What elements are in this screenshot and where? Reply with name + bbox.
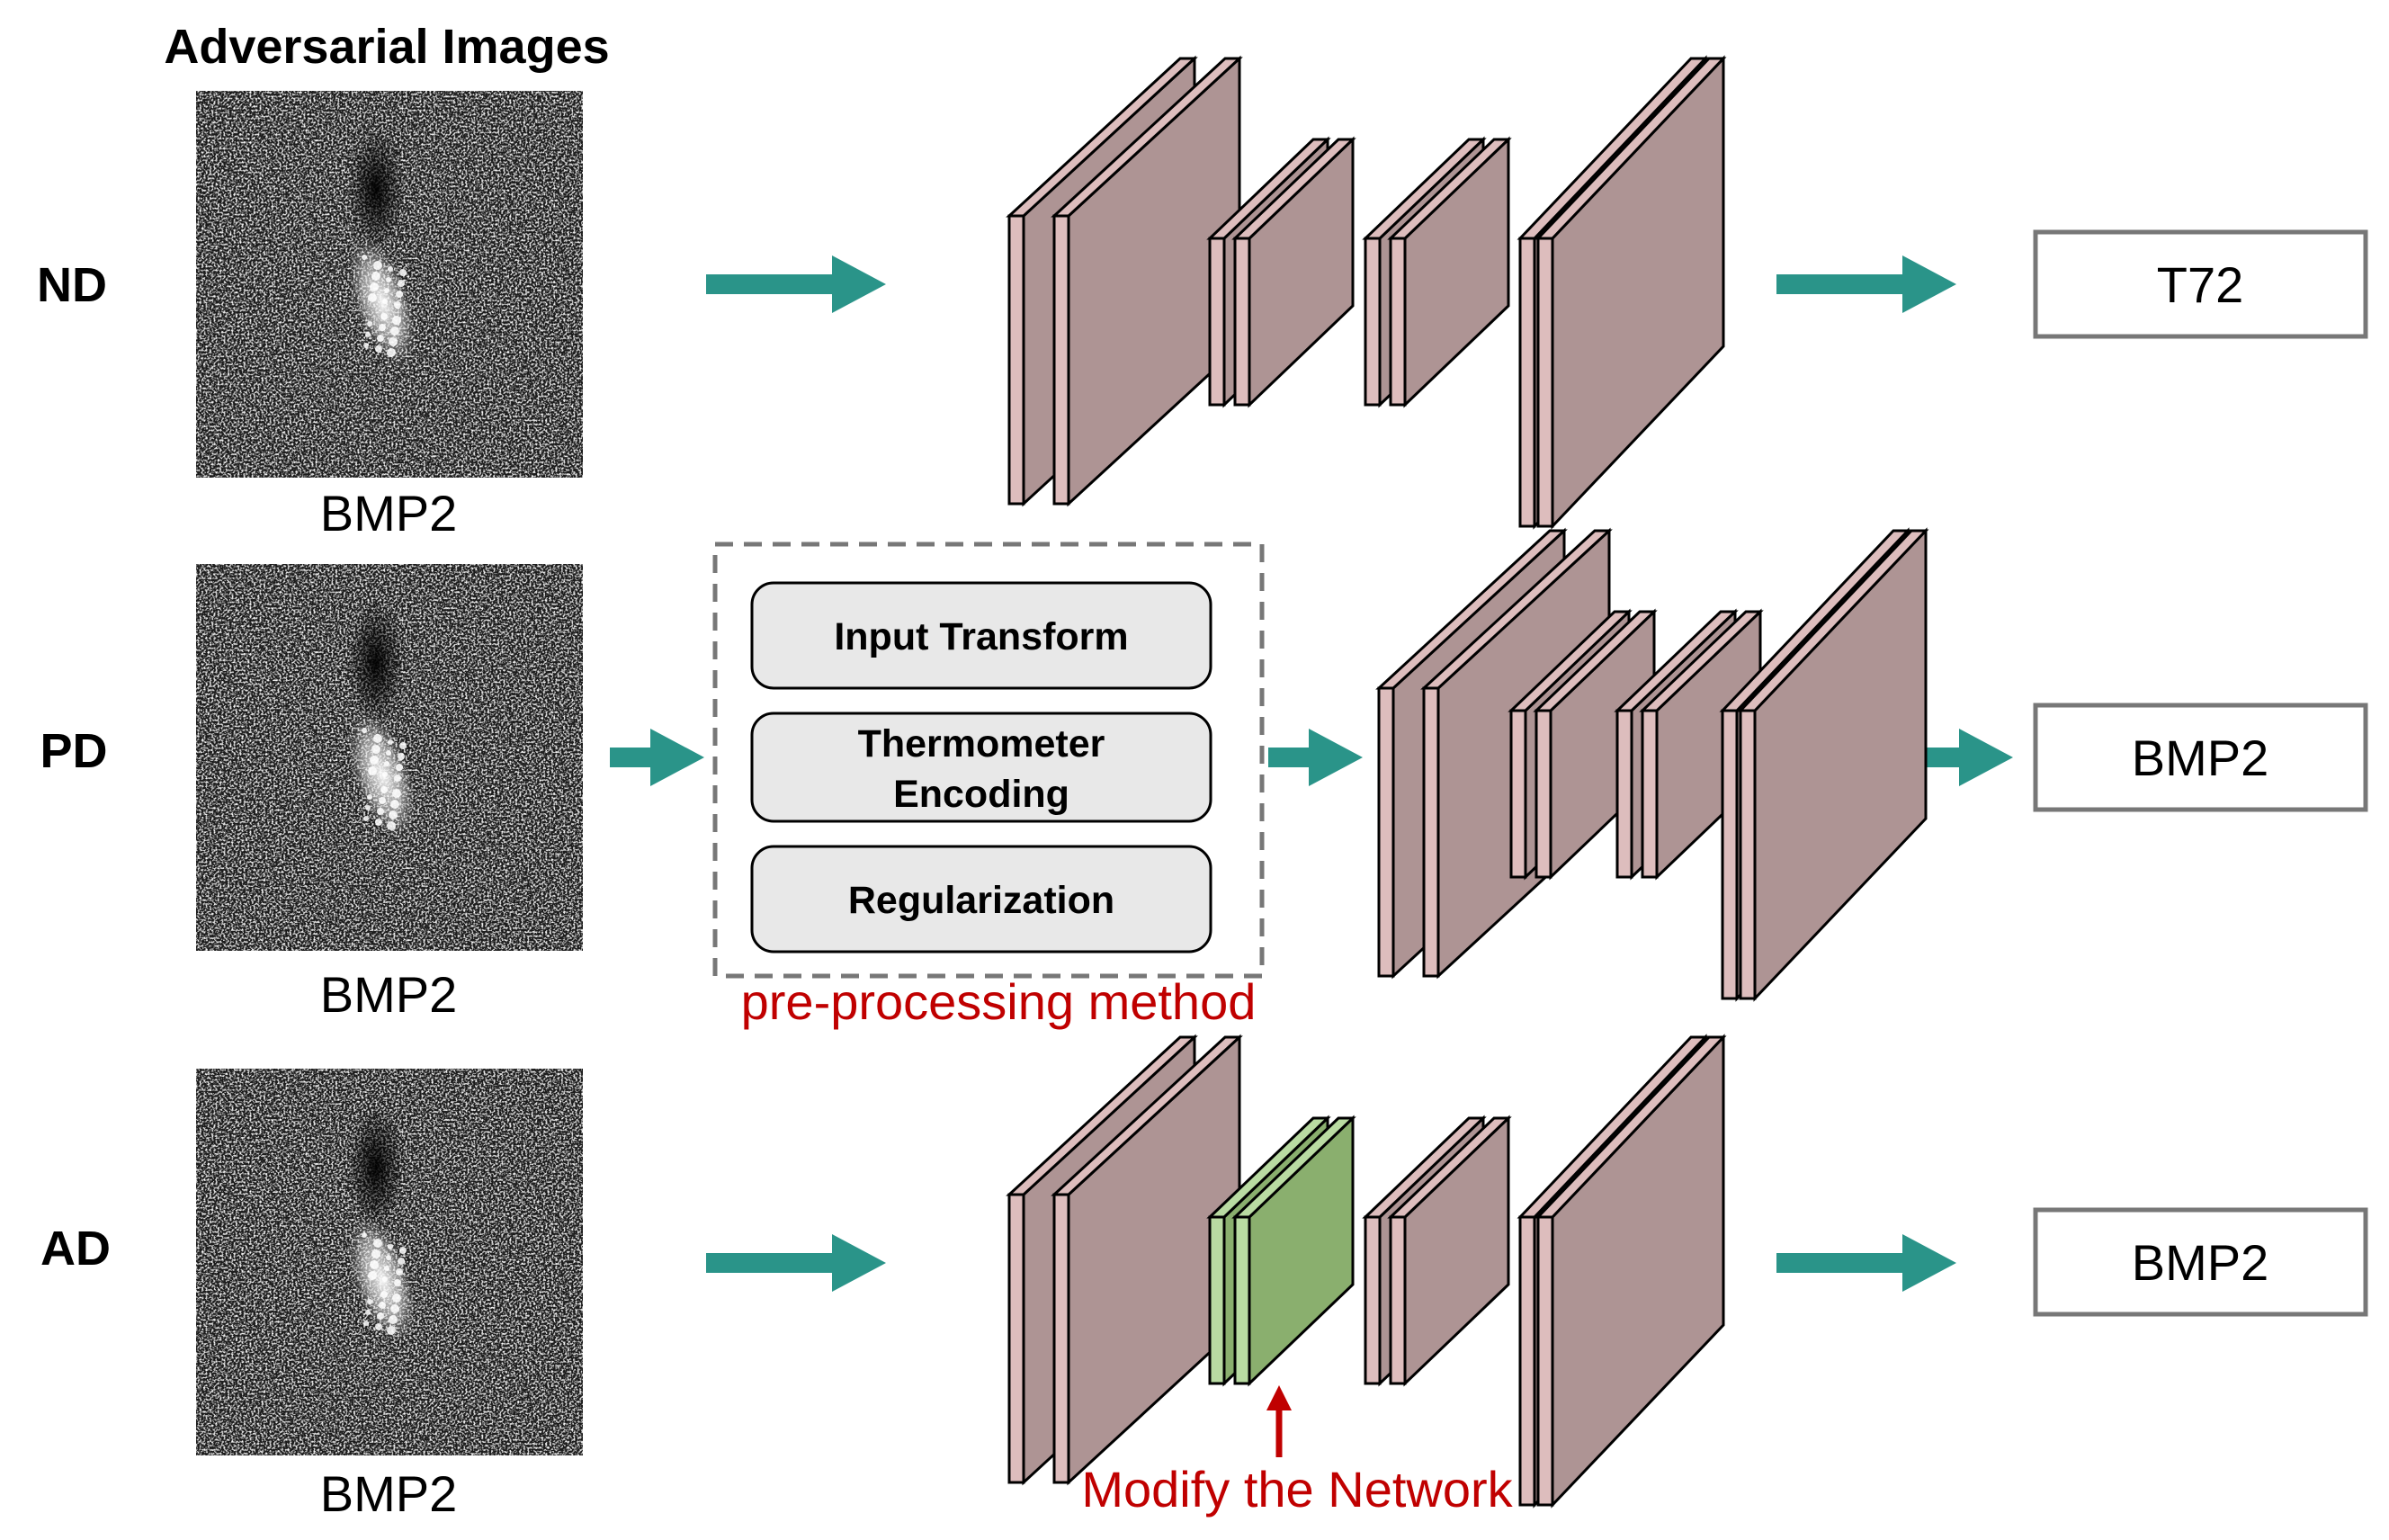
output-box-nd: T72 (2033, 229, 2368, 339)
sar-image-nd (196, 91, 583, 478)
sar-image-group (196, 91, 583, 1455)
arrow-ad-input (706, 1234, 886, 1292)
network-layer (1533, 608, 1658, 881)
preprocessing-item-regularization: Regularization (750, 845, 1212, 954)
sar-image-pd (196, 564, 583, 951)
network-layer (1535, 1034, 1727, 1509)
arrow-ad-output (1776, 1234, 1956, 1292)
network-layer (1639, 608, 1764, 881)
preprocessing-label: Regularization (848, 879, 1114, 922)
output-label: BMP2 (2132, 1234, 2269, 1291)
network-layer (1737, 527, 1929, 1002)
modify-caption: Modify the Network (1081, 1461, 1513, 1518)
preprocessing-caption: pre-processing method (741, 973, 1257, 1030)
row-label-ad: AD (40, 1222, 111, 1276)
network-layer (1051, 1034, 1243, 1486)
arrow-pd-preprocess (1268, 729, 1363, 786)
sar-image-ad (196, 1069, 583, 1455)
preprocessing-box (712, 542, 1265, 979)
output-box-ad: BMP2 (2033, 1207, 2368, 1317)
row-label-nd: ND (37, 258, 107, 312)
arrow-pd-input (610, 729, 704, 786)
arrow-group (610, 255, 2013, 1292)
modify-arrow (1266, 1385, 1292, 1457)
network-layer (1535, 55, 1727, 530)
row-label-pd: PD (40, 724, 107, 778)
image-caption-nd: BMP2 (320, 485, 458, 542)
page-title: Adversarial Images (164, 20, 609, 74)
network-layer (1231, 136, 1356, 408)
output-box-pd: BMP2 (2033, 703, 2368, 812)
preprocessing-item-input-transform: Input Transform (750, 581, 1212, 690)
network-layer (1051, 55, 1243, 507)
image-caption-pd: BMP2 (320, 966, 458, 1023)
image-caption-ad: BMP2 (320, 1465, 458, 1522)
preprocessing-label: Input Transform (834, 615, 1128, 658)
network-layer (1387, 136, 1512, 408)
network-layer (1231, 1115, 1356, 1387)
network-layer-group (1006, 55, 1929, 1509)
output-label: BMP2 (2132, 730, 2269, 786)
network-layer (1387, 1115, 1512, 1387)
arrow-nd-input (706, 255, 886, 313)
output-label: T72 (2157, 256, 2244, 313)
arrow-nd-output (1776, 255, 1956, 313)
